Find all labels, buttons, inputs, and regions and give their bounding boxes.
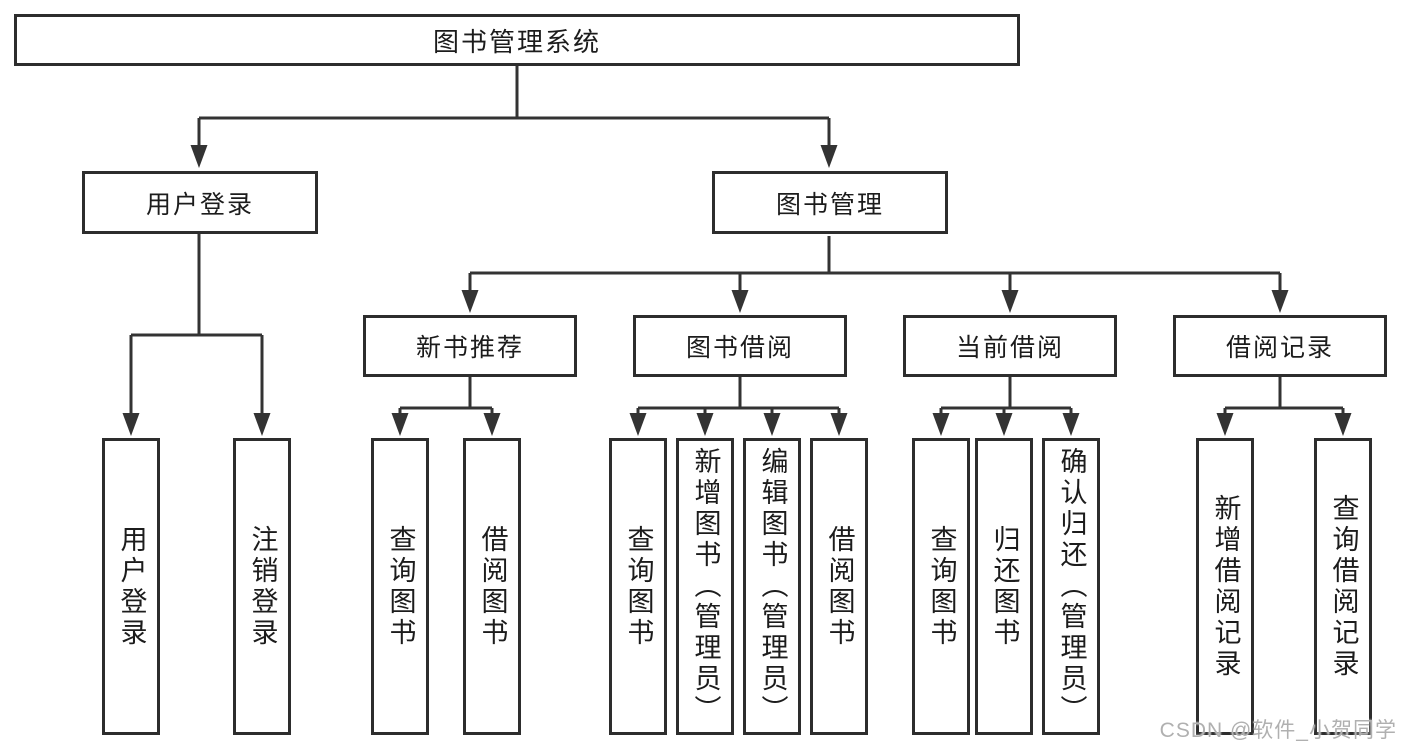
leaf-label: 确认归还（管理员） bbox=[1056, 447, 1087, 726]
leaf-user-login: 用户登录 bbox=[102, 438, 160, 735]
node-label: 图书管理系统 bbox=[432, 26, 601, 57]
leaf-add-borrow-record: 新增借阅记录 bbox=[1196, 438, 1254, 735]
leaf-label: 新增图书（管理员） bbox=[690, 447, 721, 726]
leaf-query-book-1: 查询图书 bbox=[371, 438, 429, 735]
node-label: 用户登录 bbox=[145, 190, 254, 219]
csdn-watermark: CSDN @软件_小贺同学 bbox=[1159, 719, 1397, 742]
leaf-add-book-admin: 新增图书（管理员） bbox=[676, 438, 734, 735]
leaf-label: 查询图书 bbox=[385, 524, 416, 649]
node-book-borrow: 图书借阅 bbox=[633, 315, 847, 377]
node-new-book-recommend: 新书推荐 bbox=[363, 315, 577, 377]
arrowheads bbox=[122, 145, 1352, 436]
leaf-edit-book-admin: 编辑图书（管理员） bbox=[743, 438, 801, 735]
node-user-login: 用户登录 bbox=[82, 171, 318, 234]
leaf-query-borrow-record: 查询借阅记录 bbox=[1314, 438, 1372, 735]
leaf-label: 借阅图书 bbox=[824, 524, 855, 649]
leaf-label: 归还图书 bbox=[989, 524, 1020, 649]
leaf-query-book-3: 查询图书 bbox=[912, 438, 970, 735]
leaf-logout: 注销登录 bbox=[233, 438, 291, 735]
node-label: 图书借阅 bbox=[685, 334, 794, 362]
node-book-management: 图书管理 bbox=[712, 171, 948, 234]
node-system-root: 图书管理系统 bbox=[14, 14, 1020, 66]
node-current-borrow: 当前借阅 bbox=[903, 315, 1117, 377]
leaf-label: 查询借阅记录 bbox=[1328, 493, 1359, 680]
leaf-confirm-return-admin: 确认归还（管理员） bbox=[1042, 438, 1100, 735]
node-borrow-record: 借阅记录 bbox=[1173, 315, 1387, 377]
node-label: 借阅记录 bbox=[1225, 334, 1334, 362]
leaf-return-book: 归还图书 bbox=[975, 438, 1033, 735]
leaf-label: 借阅图书 bbox=[477, 524, 508, 649]
leaf-query-book-2: 查询图书 bbox=[609, 438, 667, 735]
leaf-borrow-book-2: 借阅图书 bbox=[810, 438, 868, 735]
leaf-label: 新增借阅记录 bbox=[1210, 493, 1241, 680]
leaf-label: 编辑图书（管理员） bbox=[757, 447, 788, 726]
node-label: 图书管理 bbox=[775, 190, 884, 219]
node-label: 新书推荐 bbox=[415, 334, 524, 362]
leaf-label: 查询图书 bbox=[926, 524, 957, 649]
leaf-label: 查询图书 bbox=[623, 524, 654, 649]
node-label: 当前借阅 bbox=[955, 334, 1064, 362]
leaf-borrow-book-1: 借阅图书 bbox=[463, 438, 521, 735]
leaf-label: 注销登录 bbox=[247, 524, 278, 649]
leaf-label: 用户登录 bbox=[116, 524, 147, 649]
